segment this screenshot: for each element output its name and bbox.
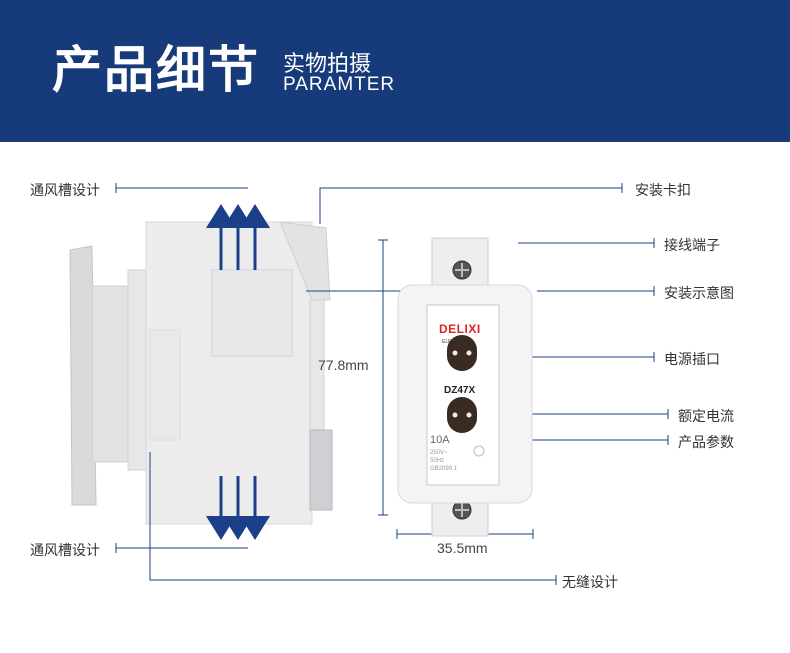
socket-brand-sub: ELECTRIC (442, 339, 467, 345)
socket-spec-standard: GB2099.1 (430, 466, 458, 472)
label-terminal: 接线端子 (664, 238, 720, 254)
label-install-clip: 安装卡扣 (635, 183, 691, 199)
breaker-side-view (69, 221, 333, 525)
socket-spec-voltage: 250V~ (430, 450, 448, 456)
label-product-params: 产品参数 (678, 435, 734, 451)
socket-brand: DELIXI (439, 322, 481, 336)
socket-model: DZ47X (444, 385, 476, 396)
label-install-diagram: 安装示意图 (664, 286, 734, 302)
leader-lines (115, 183, 669, 585)
page-title: 产品细节 (52, 41, 260, 99)
label-vent-top: 通风槽设计 (30, 183, 100, 199)
label-vent-bottom: 通风槽设计 (30, 543, 100, 559)
dimension-width: 35.5mm (437, 540, 488, 556)
header-banner: 产品细节 实物拍摄 PARAMTER (0, 0, 790, 142)
socket-front-view (397, 237, 533, 537)
socket-rating: 10A (430, 434, 450, 446)
page-subtitle-en: PARAMTER (283, 74, 396, 95)
label-rated-current: 额定电流 (678, 409, 734, 425)
label-seamless: 无缝设计 (562, 575, 618, 591)
vent-arrows-bottom (206, 476, 270, 540)
dimension-height: 77.8mm (318, 357, 369, 373)
socket-spec-frequency: 50Hz (430, 458, 445, 464)
vent-arrows-top (206, 204, 270, 270)
page-subtitle-zh: 实物拍摄 (283, 52, 372, 77)
label-power-socket: 电源插口 (664, 352, 720, 368)
